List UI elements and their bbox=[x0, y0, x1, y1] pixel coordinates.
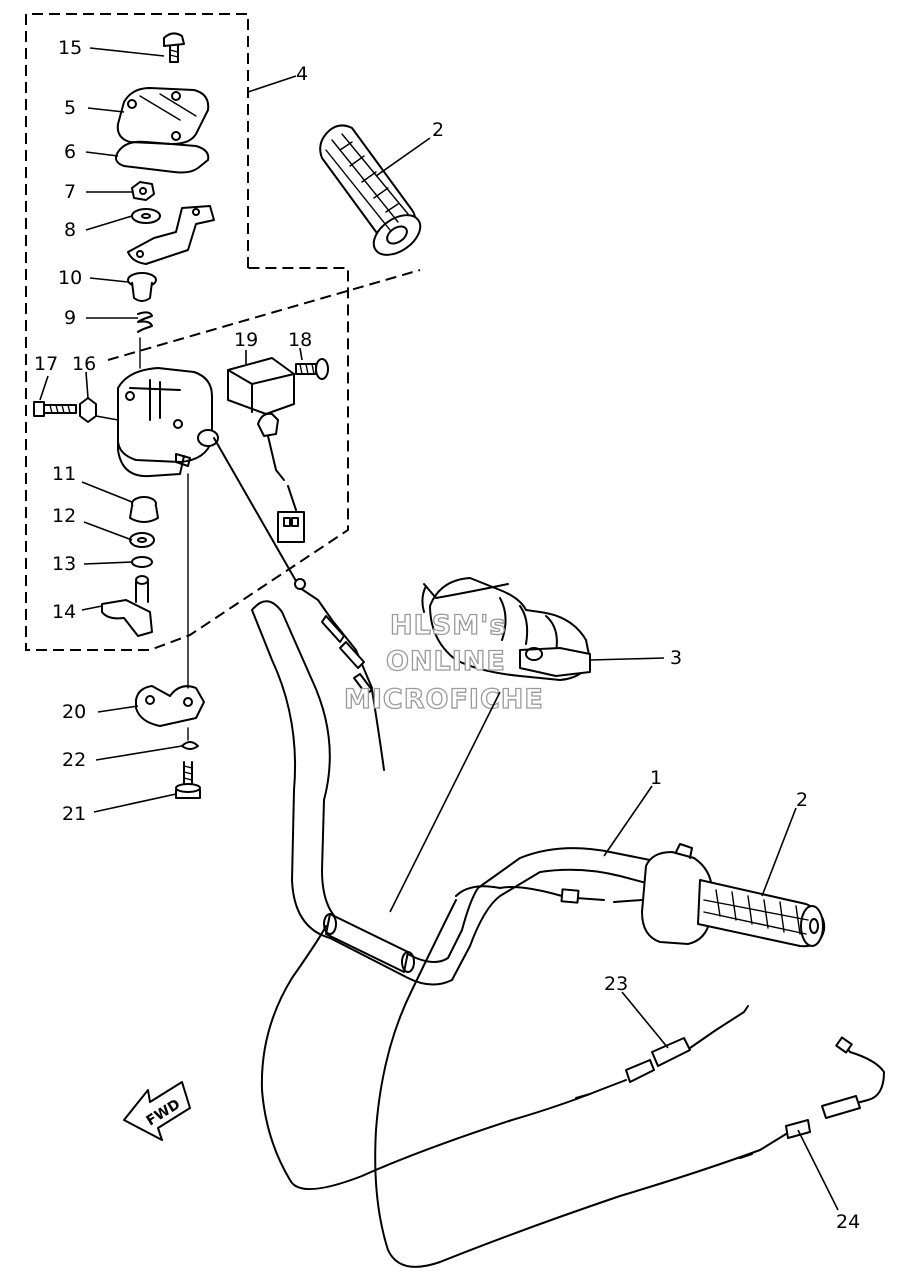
watermark-line2: ONLINE bbox=[386, 646, 506, 677]
callout-20: 20 bbox=[62, 701, 86, 723]
part-14-lever bbox=[101, 575, 153, 637]
part-23-throttle-cable bbox=[260, 925, 749, 1190]
part-22-washer bbox=[181, 741, 199, 750]
fwd-arrow-icon: FWD bbox=[123, 1081, 191, 1141]
part-10-collar bbox=[127, 272, 157, 302]
callout-13: 13 bbox=[52, 553, 76, 575]
part-7-nut bbox=[131, 181, 155, 201]
left-grip bbox=[319, 124, 422, 256]
part-18-screw bbox=[295, 358, 329, 380]
part-5-cover bbox=[116, 87, 210, 145]
callout-8: 8 bbox=[64, 219, 76, 241]
callout-1: 1 bbox=[650, 767, 662, 789]
callout-10: 10 bbox=[58, 267, 82, 289]
callout-15: 15 bbox=[58, 37, 82, 59]
callout-16: 16 bbox=[72, 353, 96, 375]
part-12-washer bbox=[129, 532, 155, 548]
assembly-boundary-4 bbox=[25, 13, 421, 651]
right-grip-assembly bbox=[641, 843, 826, 948]
callout-18: 18 bbox=[288, 329, 312, 351]
callout-2-upper: 2 bbox=[432, 119, 444, 141]
part-15-screw bbox=[163, 32, 185, 63]
part-11-grommet bbox=[129, 496, 159, 523]
callout-14: 14 bbox=[52, 601, 76, 623]
watermark-line3: MICROFICHE bbox=[344, 684, 544, 715]
callout-24: 24 bbox=[836, 1211, 860, 1233]
part-13-ring bbox=[131, 556, 153, 568]
handlebar bbox=[251, 600, 661, 986]
callout-3: 3 bbox=[670, 647, 682, 669]
callout-9: 9 bbox=[64, 307, 76, 329]
callout-6: 6 bbox=[64, 141, 76, 163]
part-9-spring bbox=[137, 311, 153, 333]
part-21-bolt bbox=[175, 761, 201, 799]
watermark: HLSM's ONLINE MICROFICHE bbox=[343, 609, 544, 715]
part-16-nut bbox=[79, 397, 97, 423]
callout-21: 21 bbox=[62, 803, 86, 825]
center-axis-line bbox=[139, 337, 189, 741]
callout-4: 4 bbox=[296, 63, 308, 85]
callout-numbers: 15 5 6 7 8 10 9 17 16 11 12 13 14 19 18 … bbox=[34, 37, 860, 1233]
part-6-gasket bbox=[115, 140, 210, 174]
callout-23: 23 bbox=[604, 973, 628, 995]
callout-7: 7 bbox=[64, 181, 76, 203]
part-17-bolt bbox=[33, 401, 77, 417]
callout-5: 5 bbox=[64, 97, 76, 119]
callout-17: 17 bbox=[34, 353, 58, 375]
watermark-line1: HLSM's bbox=[390, 610, 506, 641]
callout-11: 11 bbox=[52, 463, 76, 485]
callout-2-lower: 2 bbox=[796, 789, 808, 811]
callout-12: 12 bbox=[52, 505, 76, 527]
callout-19: 19 bbox=[234, 329, 258, 351]
part-19-switch bbox=[227, 357, 305, 543]
switch-cable bbox=[213, 437, 385, 771]
part-8-washer-bracket bbox=[127, 205, 215, 265]
switch-housing bbox=[117, 367, 219, 478]
part-24-brake-cable bbox=[374, 899, 885, 1268]
callout-22: 22 bbox=[62, 749, 86, 771]
throttle-cable-upper bbox=[455, 885, 643, 904]
part-20-clamp bbox=[135, 685, 205, 727]
leader-lines bbox=[39, 47, 839, 1211]
